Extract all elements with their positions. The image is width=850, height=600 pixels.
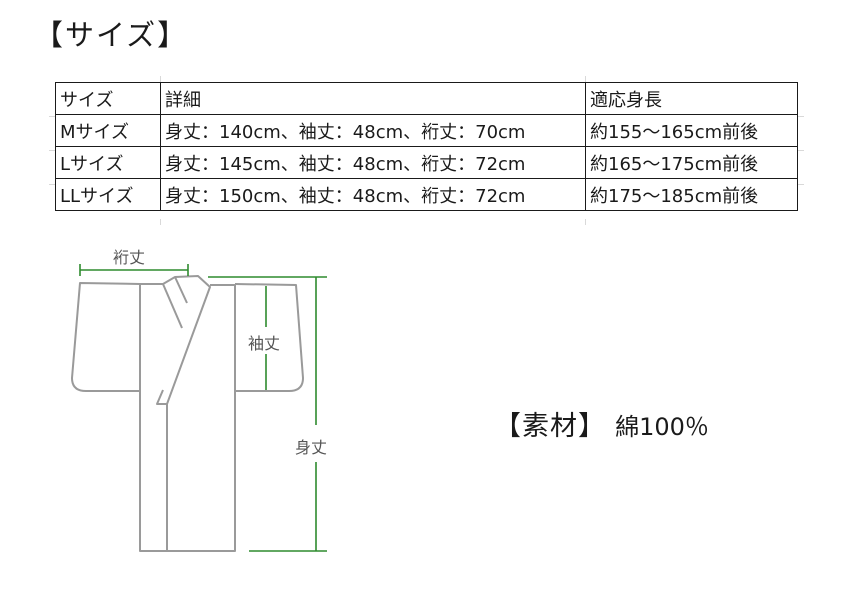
measurement-lines [79,264,327,552]
cell-height: 約175～185cm前後 [585,178,798,211]
grid-tick [49,116,55,117]
material-info: 【素材】 綿100％ [494,404,709,443]
cell-detail: 身丈：150cm、袖丈：48cm、裄丈：72cm [160,178,586,211]
cell-size: Mサイズ [55,114,161,147]
grid-tick [798,184,804,185]
cell-height: 約165～175cm前後 [585,146,798,179]
table-row: Lサイズ 身丈：145cm、袖丈：48cm、裄丈：72cm 約165～175cm… [55,146,798,179]
cell-detail: 身丈：140cm、袖丈：48cm、裄丈：70cm [160,114,586,147]
page-title: 【サイズ】 [34,18,189,52]
label-sode: 袖丈 [248,330,281,354]
cell-detail: 身丈：145cm、袖丈：48cm、裄丈：72cm [160,146,586,179]
label-mitake: 身丈 [295,434,328,458]
grid-tick [798,150,804,151]
table-row: LLサイズ 身丈：150cm、袖丈：48cm、裄丈：72cm 約175～185c… [55,178,798,211]
cell-height: 約155～165cm前後 [585,114,798,147]
grid-tick [49,184,55,185]
table-header-row: サイズ 詳細 適応身長 [55,82,798,115]
header-size: サイズ [55,82,161,115]
material-value: 綿100％ [615,413,709,441]
material-title: 【素材】 [494,411,606,442]
cell-size: LLサイズ [55,178,161,211]
table-row: Mサイズ 身丈：140cm、袖丈：48cm、裄丈：70cm 約155～165cm… [55,114,798,147]
size-table: サイズ 詳細 適応身長 Mサイズ 身丈：140cm、袖丈：48cm、裄丈：70c… [55,82,798,211]
label-yuki: 裄丈 [113,244,146,268]
grid-tick [798,116,804,117]
grid-tick [160,219,161,225]
grid-tick [585,76,586,82]
kimono-outline [71,275,304,552]
grid-tick [160,76,161,82]
cell-size: Lサイズ [55,146,161,179]
grid-tick [585,219,586,225]
header-height: 適応身長 [585,82,798,115]
grid-tick [49,150,55,151]
